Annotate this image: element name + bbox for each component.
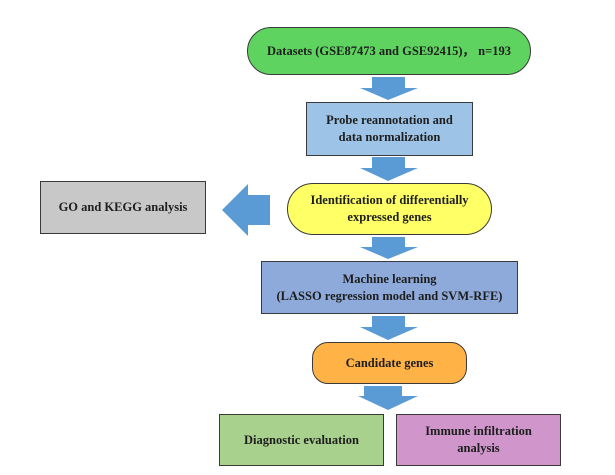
machine-learning-node: Machine learning (LASSO regression model…	[261, 261, 518, 314]
datasets-node: Datasets (GSE87473 and GSE92415)， n=193	[247, 27, 531, 75]
arrow-deg-to-machine-learning	[360, 237, 418, 259]
machine-learning-title: Machine learning	[342, 271, 437, 286]
go-kegg-label: GO and KEGG analysis	[58, 200, 188, 214]
probe-reannotation-label: Probe reannotation and data normalizatio…	[326, 113, 453, 144]
candidate-genes-node: Candidate genes	[312, 342, 467, 384]
candidate-genes-label: Candidate genes	[345, 355, 434, 370]
immune-infiltration-node: Immune infiltration analysis	[396, 414, 561, 466]
machine-learning-subtitle: (LASSO regression model and SVM-RFE)	[276, 288, 503, 303]
probe-reannotation-node: Probe reannotation and data normalizatio…	[306, 102, 473, 156]
go-kegg-node: GO and KEGG analysis	[40, 181, 206, 234]
differential-expression-node: Identification of differentially express…	[287, 183, 492, 235]
diagnostic-evaluation-node: Diagnostic evaluation	[219, 414, 384, 466]
differential-expression-label: Identification of differentially express…	[310, 193, 469, 224]
immune-infiltration-label: Immune infiltration analysis	[425, 424, 532, 455]
arrow-probe-to-deg	[360, 157, 418, 181]
arrow-machine-learning-to-candidate	[360, 316, 418, 340]
datasets-label: Datasets (GSE87473 and GSE92415)， n=193	[267, 43, 511, 58]
arrow-datasets-to-probe	[360, 77, 418, 100]
arrow-candidate-to-outputs	[358, 386, 418, 410]
diagnostic-evaluation-label: Diagnostic evaluation	[244, 432, 359, 447]
arrow-deg-to-go-kegg	[222, 184, 270, 236]
